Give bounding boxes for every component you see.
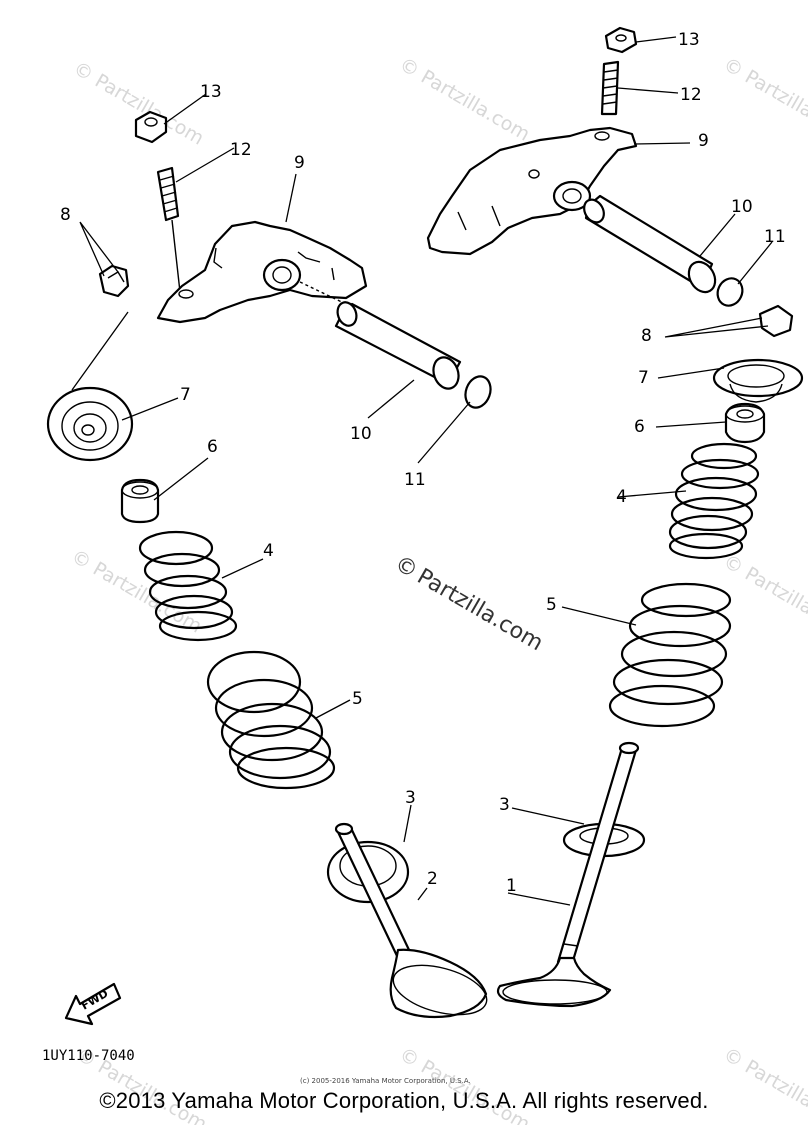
diagram-code: 1UY110-7040: [42, 1048, 135, 1064]
center-watermark: © Partzilla.com: [390, 551, 547, 656]
callout-label: 8: [60, 205, 71, 225]
outer-spring-left: [206, 650, 336, 790]
callout-label: 9: [294, 153, 305, 173]
rocker-arm-left: [156, 220, 368, 324]
watermark: © Partzilla.com: [396, 53, 534, 145]
valve-seal-left: [120, 478, 160, 524]
retainer-left: [46, 386, 134, 462]
retainer-right: [712, 358, 804, 403]
callout-label: 13: [678, 30, 700, 50]
callout-label: 5: [546, 595, 557, 615]
callout-label: 3: [405, 788, 416, 808]
watermark: © Partzilla.com: [720, 53, 808, 145]
callout-label: 7: [638, 368, 649, 388]
callout-label: 9: [698, 131, 709, 151]
exhaust-valve: [496, 741, 640, 1008]
rocker-shaft-right: [583, 194, 717, 294]
callout-label: 4: [616, 487, 627, 507]
callout-label: 6: [207, 437, 218, 457]
callout-label: 3: [499, 795, 510, 815]
leader-lines: [71, 36, 773, 906]
callout-label: 6: [634, 417, 645, 437]
callout-label: 5: [352, 689, 363, 709]
o-ring-left: [464, 375, 492, 409]
rocker-arm-right: [426, 126, 638, 256]
callout-label: 11: [764, 227, 786, 247]
callout-label: 13: [200, 82, 222, 102]
watermark: © Partzilla.com: [68, 545, 206, 637]
cotter-left: [98, 264, 130, 298]
outer-spring-right: [608, 582, 732, 728]
small-copyright-notice: (c) 2005-2016 Yamaha Motor Corporation, …: [300, 1077, 471, 1085]
o-ring-right: [716, 277, 744, 307]
callout-label: 1: [506, 876, 517, 896]
cotter-right: [758, 304, 794, 338]
inner-spring-left: [138, 530, 238, 642]
inner-spring-right: [668, 442, 760, 560]
watermark: © Partzilla.com: [720, 550, 808, 642]
callout-label: 2: [427, 869, 438, 889]
callout-label: 12: [680, 85, 702, 105]
callout-label: 4: [263, 541, 274, 561]
fwd-arrow-icon: FWD: [64, 982, 122, 1026]
rocker-shaft-left: [334, 301, 462, 390]
valve-seal-right: [724, 402, 766, 444]
callout-label: 10: [350, 424, 372, 444]
callout-labels: 1 2 3 3 4 4 5 5 6 6 7 7 8 8 9 9 10 10 11…: [60, 30, 786, 896]
callout-label: 8: [641, 326, 652, 346]
nut-right: [604, 26, 638, 54]
partzilla-watermark: Partzilla.com: [413, 564, 547, 656]
copyright-footer: ©2013 Yamaha Motor Corporation, U.S.A. A…: [99, 1088, 709, 1113]
adjusting-screw-right: [600, 60, 620, 116]
callout-label: 11: [404, 470, 426, 490]
adjusting-screw-left: [156, 166, 181, 293]
callout-label: 12: [230, 140, 252, 160]
callout-label: 10: [731, 197, 753, 217]
callout-label: 7: [180, 385, 191, 405]
nut-left: [134, 110, 168, 144]
intake-valve: [334, 822, 488, 1019]
